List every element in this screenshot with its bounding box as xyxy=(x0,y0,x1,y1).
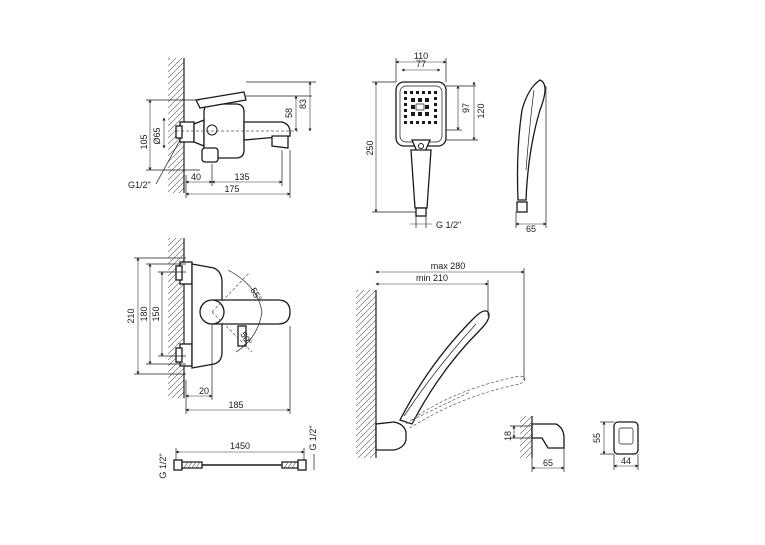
dim-1450: 1450 xyxy=(230,441,250,451)
dim-250: 250 xyxy=(365,140,375,155)
dim-44: 44 xyxy=(621,456,631,466)
thread-label-head: G 1/2" xyxy=(436,220,461,230)
dim-77: 77 xyxy=(416,59,426,69)
dim-210: 210 xyxy=(126,308,136,323)
dim-83: 83 xyxy=(298,99,308,109)
shower-head-front-view: 110 77 97 120 250 G 1/2" xyxy=(365,51,486,230)
thread-hose-right: G 1/2" xyxy=(308,425,318,450)
thread-g12-label: G1/2" xyxy=(128,180,151,190)
thread-hose-left: G 1/2" xyxy=(158,453,168,478)
dim-d65: Ø65 xyxy=(152,127,162,144)
holder-front-detail: 55 44 xyxy=(592,421,639,470)
holder-side-detail: 18 65 xyxy=(503,416,565,472)
dim-135: 135 xyxy=(234,172,249,182)
dim-20: 20 xyxy=(199,386,209,396)
hose-view: 1450 G 1/2" G 1/2" xyxy=(158,425,318,478)
dim-58: 58 xyxy=(284,108,294,118)
dim-18: 18 xyxy=(503,431,513,441)
dim-97: 97 xyxy=(461,103,471,113)
wall-hatch-3 xyxy=(356,290,376,458)
dim-55: 55 xyxy=(592,433,602,443)
mixer-side-view: 105 Ø65 58 83 40 135 175 G1/2" xyxy=(128,58,316,198)
mixer-top-view: 55° 50° 210 180 150 20 185 xyxy=(126,238,291,414)
dim-110: 110 xyxy=(414,51,428,61)
nozzle-grid xyxy=(404,91,437,124)
dim-min210: min 210 xyxy=(416,273,448,283)
dim-40: 40 xyxy=(191,172,201,182)
wall-hatch-4 xyxy=(520,416,532,458)
dim-175: 175 xyxy=(224,184,239,194)
dim-120: 120 xyxy=(476,103,486,118)
dim-150: 150 xyxy=(151,306,161,321)
dim-185: 185 xyxy=(228,400,243,410)
dim-65-holder: 65 xyxy=(543,458,553,468)
holder-installed-view: max 280 min 210 xyxy=(356,261,526,458)
shower-head-side-view: 65 xyxy=(515,79,547,234)
dim-180: 180 xyxy=(139,306,149,321)
dim-65-side: 65 xyxy=(526,224,536,234)
dim-105: 105 xyxy=(139,134,149,149)
dim-max280: max 280 xyxy=(431,261,466,271)
